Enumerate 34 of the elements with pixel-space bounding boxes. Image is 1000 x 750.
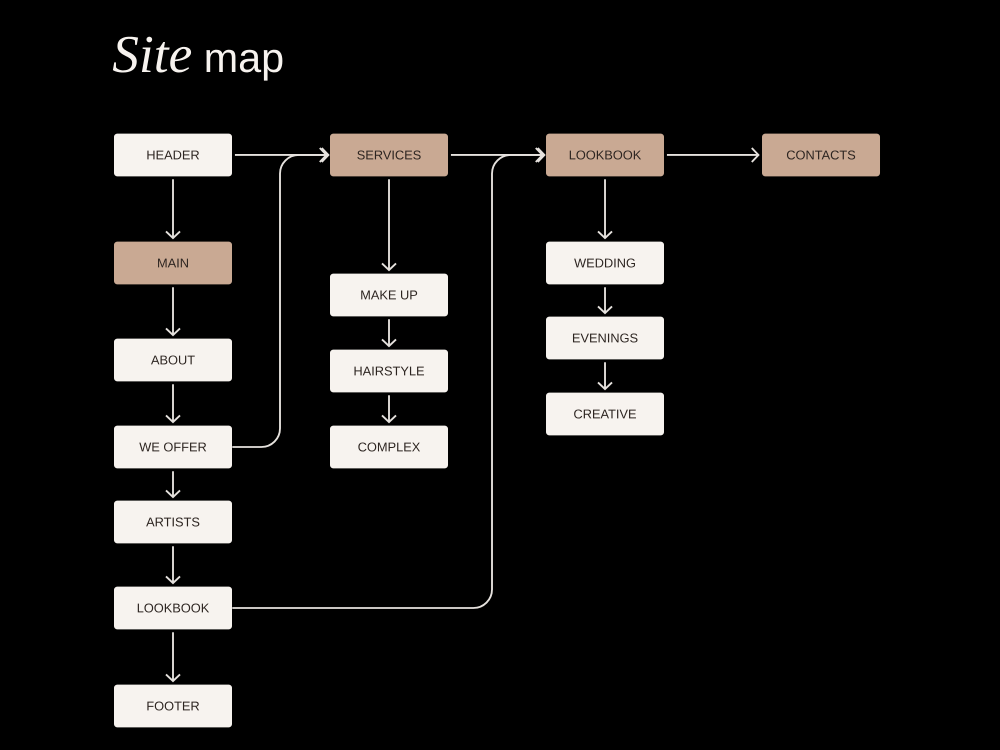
page-box: CONTACTS	[762, 134, 880, 176]
arrow	[381, 179, 397, 272]
page-box: CREATIVE	[546, 392, 664, 436]
page-box: FOOTER	[114, 684, 232, 728]
arrow	[597, 362, 613, 390]
arrow	[666, 147, 760, 163]
page-box: MAKE UP	[330, 274, 448, 316]
arrow	[597, 179, 613, 240]
page-box: WE OFFER	[114, 426, 232, 468]
arrow	[450, 147, 544, 163]
page-box: ARTISTS	[114, 500, 232, 544]
arrow	[165, 632, 181, 682]
page-box: LOOKBOOK	[546, 134, 664, 176]
arrow	[381, 395, 397, 424]
page-box: EVENINGS	[546, 316, 664, 360]
arrow	[165, 179, 181, 240]
page-box: HEADER	[114, 134, 232, 176]
arrow	[165, 546, 181, 584]
page-box: COMPLEX	[330, 426, 448, 468]
arrow	[381, 319, 397, 348]
page-box: MAIN	[114, 242, 232, 284]
title: Site map	[112, 36, 282, 81]
page-box: LOOKBOOK	[114, 586, 232, 630]
page-box: SERVICES	[330, 134, 448, 176]
arrow	[232, 147, 330, 448]
arrow	[165, 384, 181, 424]
arrow	[597, 287, 613, 314]
arrow	[165, 471, 181, 498]
page-box: ABOUT	[114, 338, 232, 382]
arrow	[165, 287, 181, 336]
page-box: WEDDING	[546, 242, 664, 284]
page-box: HAIRSTYLE	[330, 350, 448, 392]
arrow	[234, 147, 328, 163]
arrow	[232, 147, 546, 609]
